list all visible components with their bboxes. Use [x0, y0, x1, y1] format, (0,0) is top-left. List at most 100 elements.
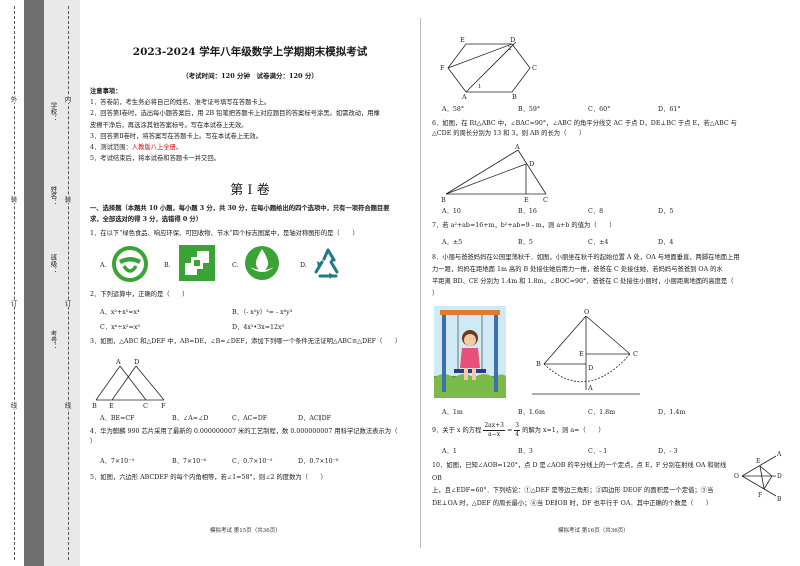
instruction-line: 1．答卷前，考生务必将自己的姓名、准考证号填写在答题卡上。 — [90, 99, 271, 107]
q3-label-e: E — [109, 402, 114, 410]
binding-field-area — [44, 0, 80, 566]
q6-label-b: B — [441, 196, 446, 204]
q5-label-e: E — [460, 36, 465, 44]
q6-label-d: D — [529, 160, 534, 168]
green-food-logo — [112, 246, 148, 282]
q8-option-c: C．1.8m — [588, 409, 616, 416]
q3-option-a: A．BE=CF — [100, 415, 135, 422]
q3-option-d: D．AC∥DF — [298, 415, 332, 422]
q4-option-c: C．0.7×10⁻⁹ — [232, 458, 273, 465]
q9-fraction: 2ax+3 a−x — [483, 422, 505, 438]
question-9: 9．关于 x 的方程 2ax+3 a−x = 3 4 的解为 x=1，则 a=（… — [432, 422, 605, 438]
q5-figure: E D F C A B 1 2 — [440, 36, 537, 100]
q9-option-a: A．1 — [442, 448, 457, 455]
q8-label-c: C — [633, 350, 638, 358]
q9-option-c: C．- 1 — [588, 448, 608, 455]
q6-option-b: B．16 — [518, 208, 537, 215]
name-field-label: 姓名： — [49, 186, 57, 206]
inner-label: 线 — [62, 402, 72, 409]
question-10: 10．如图，已知∠AOB=120°，点 D 是∠AOB 的平分线上的一个定点，点… — [432, 462, 727, 507]
q2-option-b: B．（- x²y）³= - x⁶y³ — [232, 309, 293, 316]
section-description: 一、选择题（本题共 10 小题，每小题 3 分，共 30 分，在每小题给出的四个… — [90, 205, 390, 223]
right-page: E D F C A B 1 2 A．58° B．59° C．60° D．61° … — [428, 0, 788, 566]
page-divider — [420, 18, 421, 548]
q3-label-b: B — [92, 402, 97, 410]
q7-option-b: B．5 — [518, 239, 533, 246]
q7-option-d: D．4 — [658, 239, 674, 246]
q10-label-d: D — [777, 473, 782, 480]
q9-option-b: B．3 — [518, 448, 533, 455]
instructions-heading: 注意事项： — [90, 88, 122, 95]
q6-option-d: D．5 — [658, 208, 674, 215]
q9-fraction-rhs: 3 4 — [514, 422, 521, 438]
q5-label-a: A — [461, 93, 467, 100]
q5-label-f: F — [440, 64, 445, 72]
q1-option-a: A. — [100, 262, 107, 269]
q3-figure: A D B E C F — [92, 358, 166, 410]
q1-option-c: C. — [232, 262, 239, 269]
q5-angle-1: 1 — [478, 84, 482, 90]
q3-label-d: D — [134, 358, 139, 366]
outer-label: 订 — [8, 300, 18, 307]
instruction-line: 皮擦干净后，再选涂其他答案标号。写在本试卷上无效。 — [90, 121, 248, 129]
instruction-line: 2．回答第Ⅰ卷时，选出每小题答案后，用 2B 铅笔把答题卡上对应题目的答案标号涂… — [90, 110, 380, 118]
q6-option-a: A．10 — [442, 208, 461, 215]
q8-label-d: D — [588, 364, 593, 372]
q10-label-a: A — [776, 451, 782, 458]
q8-option-d: D．1.4m — [658, 409, 686, 416]
q4-option-b: B．7×10⁻⁸ — [172, 458, 207, 465]
question-2: 2．下列运算中，正确的是（ ） — [90, 291, 189, 298]
q9-option-d: D．- 3 — [658, 448, 678, 455]
water-saving-logo — [245, 246, 279, 280]
q3-option-c: C．AC=DF — [232, 415, 268, 422]
section-title: 第 Ⅰ 卷 — [230, 183, 270, 198]
q5-label-c: C — [532, 64, 537, 72]
q5-option-c: C．60° — [588, 106, 611, 113]
q4-option-d: D．0.7×10⁻⁸ — [298, 458, 339, 465]
page-footer: 模拟考试 第16页（共36页） — [558, 528, 629, 534]
question-7: 7．若 a²+ab=16+m，b²+ab=9 - m，则 a+b 的值为（ ） — [432, 222, 616, 229]
outer-label: 装 — [8, 196, 18, 203]
q5-angle-2: 2 — [508, 46, 512, 52]
q1-option-b: B. — [164, 262, 171, 269]
q6-label-e: E — [524, 196, 529, 204]
q10-label-b: B — [777, 496, 782, 503]
recycle-logo — [314, 248, 339, 279]
page-footer: 模拟考试 第15页（共36页） — [210, 528, 281, 534]
q3-label-f: F — [161, 402, 166, 410]
q8-label-e: E — [579, 350, 584, 358]
q8-label-o: O — [584, 308, 589, 316]
q4-option-a: A．7×10⁻⁹ — [100, 458, 134, 465]
q5-option-b: B．59° — [518, 106, 541, 113]
outer-label: 外 — [8, 96, 18, 103]
q5-label-d: D — [510, 36, 515, 44]
left-page: 2023-2024 学年八年级数学上学期期末模拟考试 （考试时间：120 分钟 … — [84, 0, 416, 566]
binding-bar — [24, 0, 44, 566]
q10-label-o: O — [734, 473, 739, 480]
q8-option-a: A．1m — [442, 409, 463, 416]
q6-option-c: C．8 — [588, 208, 604, 215]
inner-label: 内 — [62, 96, 72, 103]
question-4: 4．华为麒麟 990 芯片采用了最新的 0.000000007 米的工艺制程，数… — [90, 428, 410, 445]
q2-option-d: D．4x²•3x=12x³ — [232, 324, 285, 331]
q5-option-a: A．58° — [442, 106, 465, 113]
q3-option-b: B．∠A=∠D — [172, 415, 209, 422]
inner-cut-line — [68, 6, 69, 560]
q1-option-d: D. — [300, 262, 307, 269]
q7-option-c: C．±4 — [588, 239, 609, 246]
class-field-label: 班级： — [49, 254, 57, 274]
q3-label-c: C — [143, 402, 148, 410]
q8-figure: O A B C D E — [532, 308, 640, 395]
q2-option-a: A．x²+x²=x⁴ — [100, 309, 140, 316]
school-field-label: 学校： — [49, 102, 57, 122]
q10-label-f: F — [758, 492, 762, 499]
eco-logo — [179, 245, 215, 281]
outer-label: 线 — [8, 402, 18, 409]
inner-label: 订 — [62, 300, 72, 307]
q8-label-a: A — [587, 384, 593, 392]
q6-figure: A D E B C — [441, 144, 548, 204]
exam-title: 2023-2024 学年八年级数学上学期期末模拟考试 — [132, 46, 368, 58]
q8-option-b: B．1.6m — [518, 409, 545, 416]
question-5: 5．如图，六边形 ABCDEF 的每个内角相等，若∠1=58°，则∠2 的度数为… — [90, 474, 327, 481]
q5-option-d: D．61° — [658, 106, 681, 113]
